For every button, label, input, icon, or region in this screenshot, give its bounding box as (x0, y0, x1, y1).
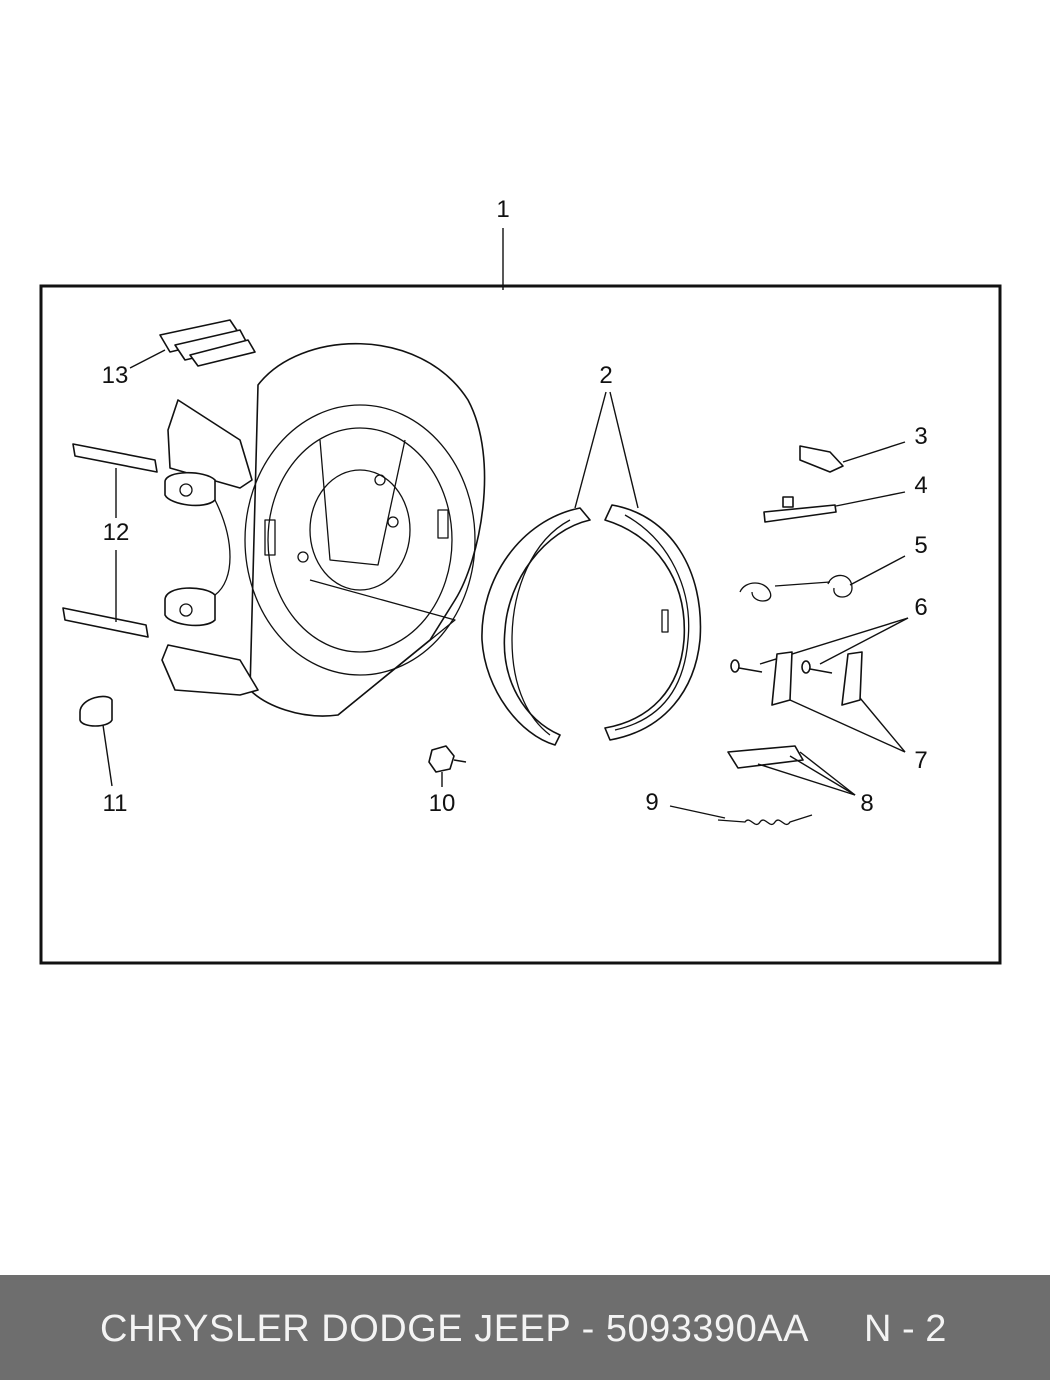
return-spring (739, 574, 853, 602)
footer-bar: CHRYSLER DODGE JEEP - 5093390AA N - 2 (0, 1275, 1050, 1380)
callout-1: 1 (496, 196, 509, 223)
callout-13: 13 (102, 362, 129, 389)
strut-part (763, 504, 837, 523)
callout-11: 11 (103, 790, 128, 817)
mounting-nut (428, 745, 455, 773)
callout-2: 2 (599, 362, 612, 389)
brake-shoe-left (481, 507, 591, 746)
adjuster-spring (717, 814, 813, 826)
brake-pads (159, 319, 256, 367)
backing-plate (244, 342, 486, 717)
callout-10: 10 (429, 790, 456, 817)
spring-retainers (771, 651, 863, 706)
caliper-slide-pins (62, 443, 158, 638)
callout-3: 3 (914, 423, 927, 450)
caliper-cap (79, 695, 113, 727)
callout-4: 4 (914, 472, 927, 499)
adjuster-part (727, 745, 804, 769)
footer-page-label: N - 2 (864, 1308, 947, 1350)
parts-diagram: 1 2 3 4 (39, 196, 1002, 965)
callout-8: 8 (860, 790, 873, 817)
callout-9: 9 (645, 789, 658, 816)
callout-6: 6 (914, 594, 927, 621)
hold-down-pins (730, 659, 833, 674)
brake-shoe-right (604, 504, 702, 741)
callout-7: 7 (914, 747, 927, 774)
lever-part (799, 445, 844, 473)
callout-12: 12 (103, 519, 130, 546)
caliper-bracket (161, 399, 259, 696)
footer-title: CHRYSLER DODGE JEEP - 5093390AA (100, 1308, 809, 1350)
callout-5: 5 (914, 532, 927, 559)
diagram-frame (39, 284, 1002, 965)
